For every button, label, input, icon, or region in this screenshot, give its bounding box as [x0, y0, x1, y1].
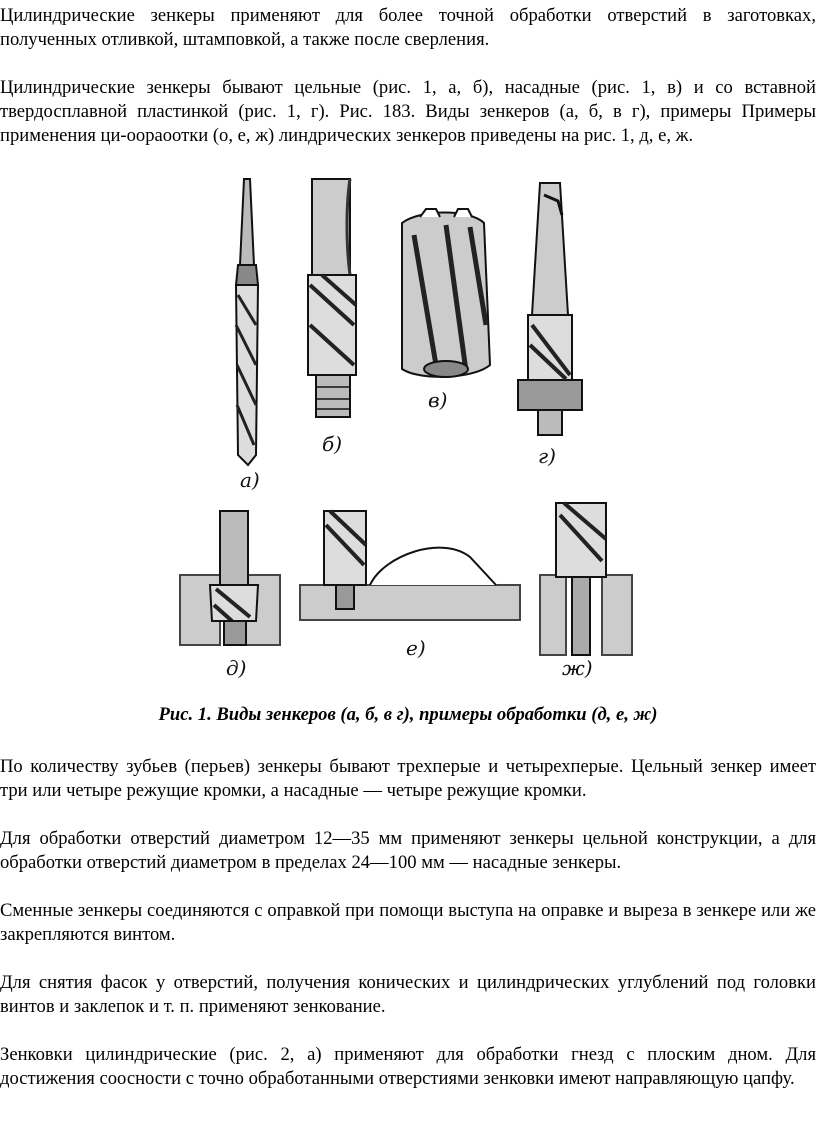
figure-drawing: а) б) в) г) д) е) ж) [179, 178, 633, 680]
paragraph-cylindrical-countersinks: Зенковки цилиндрические (рис. 2, а) прим… [0, 1044, 816, 1089]
label-g: г) [538, 444, 556, 468]
label-e: е) [406, 636, 426, 660]
figure-countersinks: а) б) в) г) д) е) ж) [170, 165, 650, 695]
label-d: д) [226, 656, 246, 680]
example-d [179, 510, 281, 646]
paragraph-diameters: Для обработки отверстий диаметром 12—35 … [0, 828, 816, 873]
paragraph-replaceable: Сменные зенкеры соединяются с оправкой п… [0, 900, 816, 945]
paragraph-countersinking: Для снятия фасок у отверстий, получения … [0, 972, 816, 1017]
example-e [299, 509, 521, 621]
figure-caption: Рис. 1. Виды зенкеров (а, б, в г), приме… [158, 704, 658, 725]
tool-a [234, 178, 260, 467]
paragraph-intro: Цилиндрические зенкеры применяют для бол… [0, 5, 816, 50]
example-zh [539, 501, 633, 656]
paragraph-types: Цилиндрические зенкеры бывают цельные (р… [0, 77, 816, 146]
label-a: а) [240, 468, 260, 492]
label-v: в) [428, 388, 447, 412]
tool-g [517, 182, 583, 436]
label-b: б) [322, 432, 342, 456]
label-zh: ж) [562, 656, 593, 680]
paragraph-teeth: По количеству зубьев (перьев) зенкеры бы… [0, 756, 816, 801]
tool-v [401, 208, 492, 378]
tool-b [307, 178, 358, 418]
